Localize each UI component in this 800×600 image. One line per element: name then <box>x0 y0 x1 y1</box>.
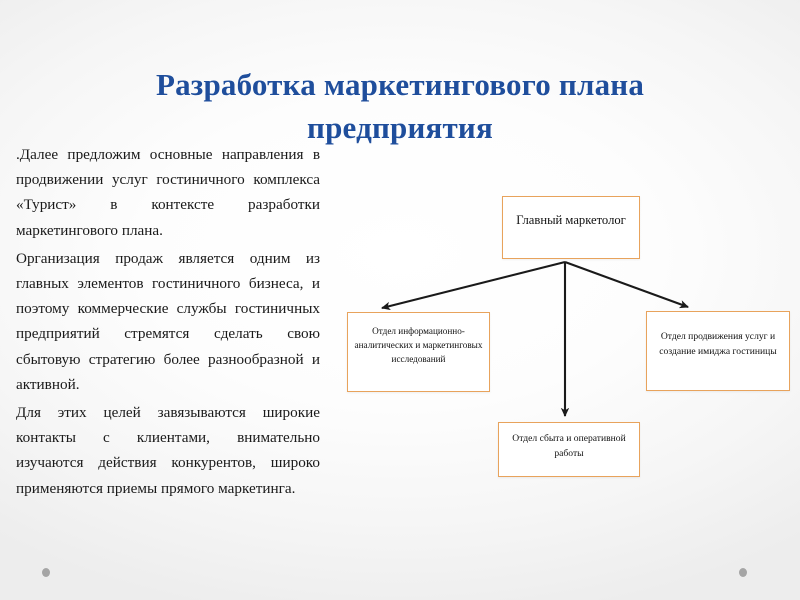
decorative-dot-left <box>42 568 50 577</box>
lead-mark: . <box>16 146 20 163</box>
node-promotion-department[interactable]: Отдел продвижения услуг и создание имидж… <box>646 311 790 391</box>
paragraph-3: Для этих целей завязываются широкие конт… <box>16 404 320 497</box>
node-sales-department-label: Отдел сбыта и оперативной работы <box>512 432 626 459</box>
org-chart-diagram: Главный маркетолог Отдел информационно-а… <box>330 150 800 510</box>
node-analytics-department[interactable]: Отдел информационно-аналитических и марк… <box>347 312 490 392</box>
node-chief-marketer-label: Главный маркетолог <box>516 212 626 227</box>
decorative-dot-right <box>739 568 747 577</box>
paragraph-1: .Далее предложим основные направления в … <box>16 142 320 243</box>
paragraph-1-text: Далее предложим основные направления в п… <box>16 146 320 239</box>
body-text-column: .Далее предложим основные направления в … <box>16 142 320 501</box>
node-chief-marketer[interactable]: Главный маркетолог <box>502 196 640 259</box>
node-analytics-department-label: Отдел информационно-аналитических и марк… <box>354 326 483 364</box>
node-promotion-department-label: Отдел продвижения услуг и создание имидж… <box>659 331 777 357</box>
org-chart-arrows <box>381 260 689 418</box>
page-title: Разработка маркетингового плана предприя… <box>155 66 645 145</box>
edge-chief-to-left <box>381 260 566 311</box>
edge-chief-to-right <box>564 261 689 309</box>
node-sales-department[interactable]: Отдел сбыта и оперативной работы <box>498 422 640 477</box>
paragraph-2: Организация продаж является одним из гла… <box>16 249 320 393</box>
